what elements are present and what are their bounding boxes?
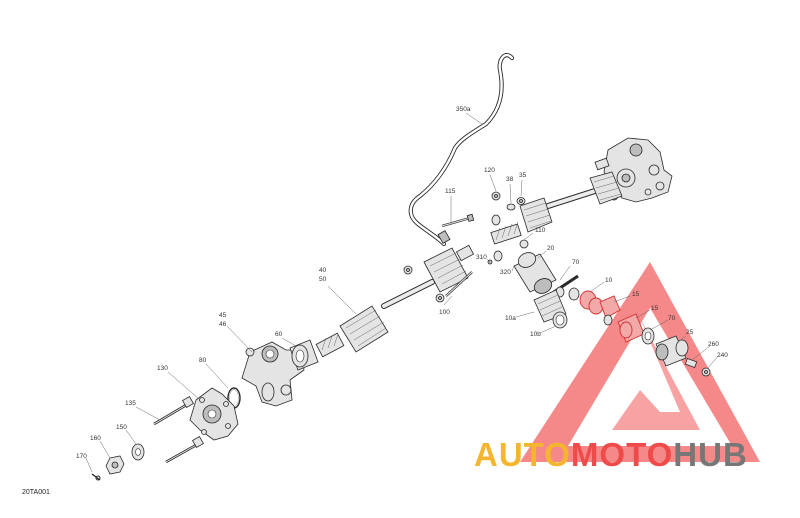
figure-reference-code: 20TA001 [22, 489, 50, 496]
highlighted-parts-red [568, 287, 655, 345]
callout-100: 100 [439, 309, 450, 316]
callout-15-lower: 15 [651, 305, 659, 312]
callout-10: 10 [605, 277, 613, 284]
callout-240: 240 [717, 352, 728, 359]
fasteners-cluster-top [403, 191, 529, 303]
callout-labels: 350a 120 38 35 115 110 20 310 320 70 10 … [76, 106, 728, 460]
svg-text:AUTOMOTOHUB: AUTOMOTOHUB [474, 436, 748, 473]
watermark-text: AUTOMOTOHUB [474, 436, 748, 473]
differential-housing [594, 137, 673, 203]
callout-35: 35 [519, 172, 527, 179]
callout-15-upper: 15 [632, 291, 640, 298]
callout-130: 130 [157, 365, 168, 372]
callout-40: 40 [319, 267, 327, 274]
watermark-triangle-outer [520, 262, 760, 462]
leader-lines [85, 112, 719, 473]
callout-25: 25 [686, 329, 694, 336]
callout-320: 320 [500, 269, 511, 276]
callout-120: 120 [484, 167, 495, 174]
bushings-sleeves [513, 252, 579, 329]
callout-60: 60 [275, 331, 283, 338]
watermark-moto: MOTO [571, 436, 673, 473]
wheel-bearing-60 [289, 339, 319, 371]
watermark-hub: HUB [673, 436, 748, 473]
callout-170: 170 [76, 453, 87, 460]
callout-115: 115 [445, 188, 456, 195]
wire-harness-350a [408, 53, 515, 247]
callout-70-lower: 70 [668, 315, 676, 322]
callout-350a: 350a [456, 106, 471, 113]
watermark-logo [520, 262, 760, 462]
callout-10b: 10b [530, 331, 541, 338]
wheel-hub-130 [189, 387, 239, 441]
callout-135: 135 [125, 400, 136, 407]
callout-38: 38 [506, 176, 514, 183]
callout-46: 46 [219, 321, 227, 328]
callout-20: 20 [547, 245, 555, 252]
end-parts-25-260-240 [655, 335, 711, 377]
callout-150: 150 [116, 424, 127, 431]
main-axle-40-50 [315, 244, 475, 358]
callout-10a: 10a [505, 315, 516, 322]
callout-50: 50 [319, 276, 327, 283]
callout-160: 160 [90, 435, 101, 442]
upper-drive-shaft [490, 171, 623, 245]
callout-70-upper: 70 [572, 259, 580, 266]
washer-150 [131, 443, 145, 461]
callout-260: 260 [708, 341, 719, 348]
wheel-studs [153, 395, 205, 464]
callout-45: 45 [219, 312, 227, 319]
steering-knuckle [241, 341, 305, 407]
cotter-pin-170 [91, 473, 101, 481]
nut-160 [105, 455, 125, 475]
watermark-triangle-inner [612, 318, 700, 430]
callout-110: 110 [535, 227, 546, 234]
callout-80: 80 [199, 357, 207, 364]
watermark-auto: AUTO [474, 436, 571, 473]
callout-310: 310 [476, 254, 487, 261]
